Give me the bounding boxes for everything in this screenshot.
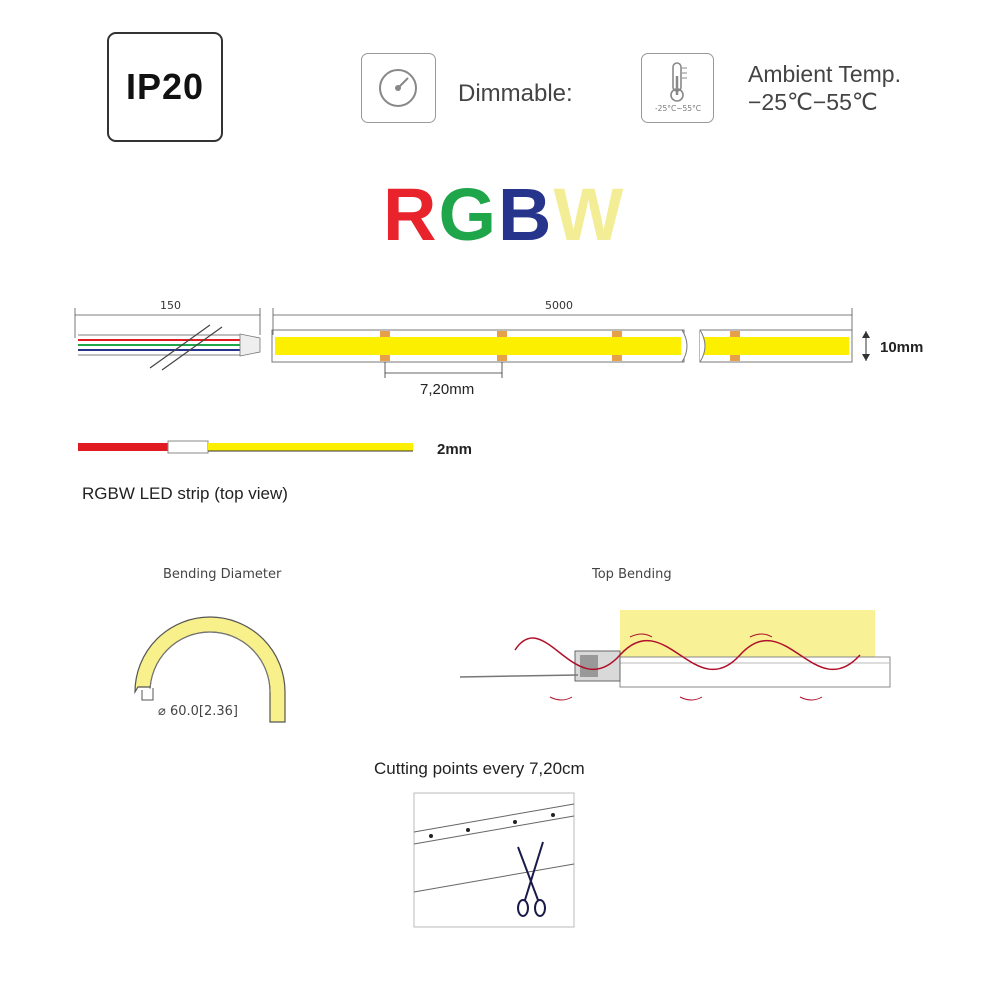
- top-view-drawing: 150 5000: [74, 299, 870, 378]
- led-pitch-label: 7,20mm: [420, 381, 475, 398]
- ip-rating-text: IP20: [125, 66, 205, 107]
- scissors-icon: [517, 841, 546, 917]
- cable-thickness-label: 2mm: [437, 441, 473, 458]
- light-emission-area: [620, 610, 875, 665]
- ip20-badge: IP20: [107, 32, 223, 142]
- strip-width-label: 10mm: [880, 339, 924, 356]
- cable-wires: [78, 334, 240, 356]
- temp-icon-range: -25°C~55°C: [654, 104, 702, 113]
- strip-profile: [619, 656, 891, 688]
- cut-pads: [380, 331, 740, 361]
- rgbw-letter-b: B: [498, 173, 554, 256]
- thermometer-icon: [670, 62, 687, 102]
- ambient-temp-title: Ambient Temp.: [748, 61, 901, 87]
- cutting-caption: Cutting points every 7,20cm: [374, 759, 585, 778]
- cable-side-view: [78, 440, 413, 454]
- bending-diameter-value: ⌀ 60.0[2.36]: [158, 704, 238, 719]
- temperature-icon-box: -25°C~55°C: [641, 53, 714, 123]
- top-bending-title: Top Bending: [592, 567, 672, 582]
- strip-length-label: 5000: [545, 299, 573, 312]
- break-mark: [149, 324, 211, 369]
- dimmable-icon-box: [361, 53, 436, 123]
- strip-connector: [239, 333, 261, 357]
- dimmable-label: Dimmable:: [458, 80, 573, 107]
- ambient-temp-block: Ambient Temp. −25℃−55℃: [748, 60, 901, 116]
- bend-wave: [514, 637, 861, 671]
- lead-wire: [459, 674, 579, 678]
- led-emitting-area-right: [703, 337, 849, 355]
- rgbw-letter-w: W: [553, 173, 626, 256]
- rgbw-letter-r: R: [383, 173, 439, 256]
- cutting-point-illustration: [413, 792, 575, 928]
- top-bending-drawing: [459, 610, 891, 701]
- rgbw-letter-g: G: [438, 173, 499, 256]
- led-emitting-area-left: [275, 337, 681, 355]
- top-view-caption: RGBW LED strip (top view): [82, 484, 288, 503]
- rgbw-wordmark: RGBW: [383, 178, 625, 252]
- ambient-temp-range: −25℃−55℃: [748, 89, 878, 115]
- cable-length-label: 150: [160, 299, 181, 312]
- bending-diameter-title: Bending Diameter: [163, 567, 282, 582]
- bending-arc-drawing: [134, 616, 286, 723]
- dimmer-knob-icon: [379, 69, 417, 107]
